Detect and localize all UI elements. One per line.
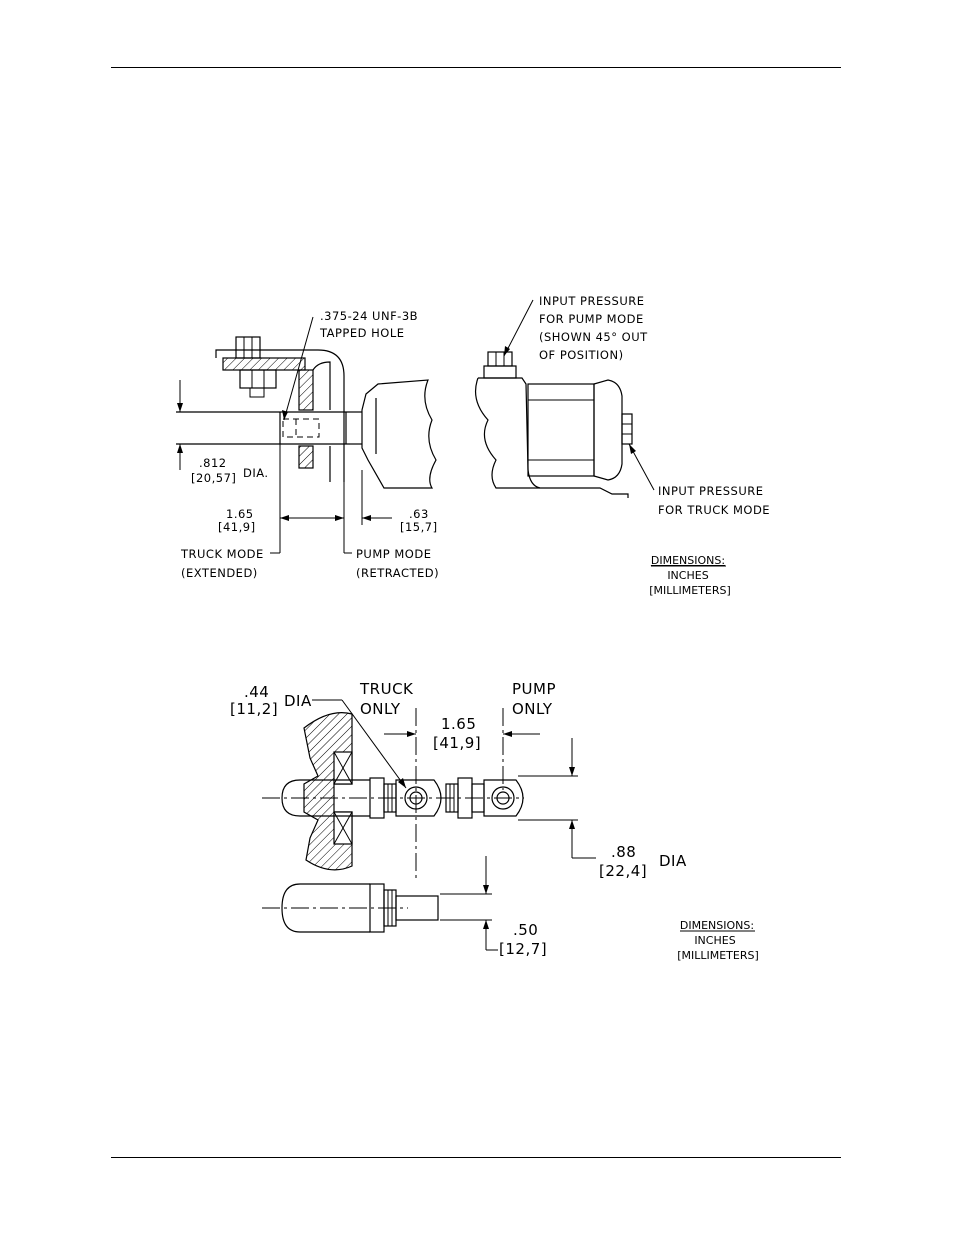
truck-input-fitting (621, 413, 633, 445)
input-truck-line1: INPUT PRESSURE (658, 484, 764, 498)
tapped-hole (282, 418, 320, 438)
stroke-bottom-label: 1.65 (441, 715, 476, 733)
truck-mode-line1: TRUCK MODE (180, 547, 264, 561)
truck-mode-line2: (EXTENDED) (181, 566, 258, 580)
input-pump-line3: (SHOWN 45° OUT (539, 330, 648, 344)
tapped-hole-leader (283, 316, 314, 421)
thick-mm-label: [12,7] (499, 940, 547, 958)
offset-63-mm-label: [15,7] (400, 520, 438, 534)
mount-body (478, 377, 629, 498)
cylinder-body-left (361, 379, 437, 489)
dia-812-mm-label: [20,57] (191, 471, 236, 485)
pump-only-line2: ONLY (512, 700, 553, 718)
pump-input-fitting (487, 351, 513, 367)
rod-eye-edge (395, 895, 439, 921)
rod-eye-pump (483, 779, 524, 817)
rod-dia-mm-label: [22,4] (599, 862, 647, 880)
header-rule (111, 67, 841, 68)
rod-dia-label: .88 (611, 843, 636, 861)
bracket-l (215, 349, 345, 482)
rod-eye-truck (395, 779, 442, 817)
stroke-bottom-mm-label: [41,9] (433, 734, 481, 752)
tapped-hole-line2: TAPPED HOLE (319, 326, 405, 340)
nut (239, 369, 277, 389)
cylinder-body-right (527, 383, 595, 477)
housing-section (303, 712, 353, 871)
hole-dia-mm-label: [11,2] (230, 700, 278, 718)
hole-dia-label: .44 (244, 683, 269, 701)
hole-dia-suffix: DIA (284, 692, 312, 710)
tapped-hole-line1: .375-24 UNF-3B (320, 309, 418, 323)
pump-mode-line1: PUMP MODE (356, 547, 431, 561)
dia-812-label: .812 (199, 456, 227, 470)
bracket-flange (222, 357, 306, 371)
dims-mm-top: [MILLIMETERS] (649, 584, 731, 597)
rod-dia-suffix: DIA (659, 852, 687, 870)
top-side-view: .812 [20,57] DIA. .375-24 UNF-3B TAPPED … (176, 309, 439, 580)
rod-lower-break (281, 883, 301, 933)
dims-mm-bottom: [MILLIMETERS] (677, 949, 759, 962)
dia-812-suffix: DIA. (243, 466, 269, 480)
bolt-head (235, 336, 261, 359)
stroke-165-label: 1.65 (226, 507, 254, 521)
dims-title-bottom: DIMENSIONS: (680, 919, 754, 932)
truck-only-line1: TRUCK (359, 680, 414, 698)
offset-63-label: .63 (409, 507, 429, 521)
footer-rule (111, 1157, 841, 1158)
input-pump-line2: FOR PUMP MODE (539, 312, 644, 326)
bottom-figure: .44 [11,2] DIA TRUCK ONLY PUMP ONLY 1.65… (230, 680, 759, 962)
pump-only-line1: PUMP (512, 680, 556, 698)
pump-input-leader (503, 299, 534, 357)
stroke-165-mm-label: [41,9] (218, 520, 256, 534)
pump-mode-line2: (RETRACTED) (356, 566, 439, 580)
rod-end-break (281, 779, 301, 817)
dims-inches-bottom: INCHES (694, 934, 735, 947)
truck-only-line2: ONLY (360, 700, 401, 718)
top-end-view: INPUT PRESSURE FOR PUMP MODE (SHOWN 45° … (475, 294, 770, 597)
dims-inches-top: INCHES (667, 569, 708, 582)
input-truck-line2: FOR TRUCK MODE (658, 503, 770, 517)
dims-title-top: DIMENSIONS: (651, 554, 725, 567)
input-pump-line4: OF POSITION) (539, 348, 624, 362)
input-pump-line1: INPUT PRESSURE (539, 294, 645, 308)
thick-label: .50 (513, 921, 538, 939)
